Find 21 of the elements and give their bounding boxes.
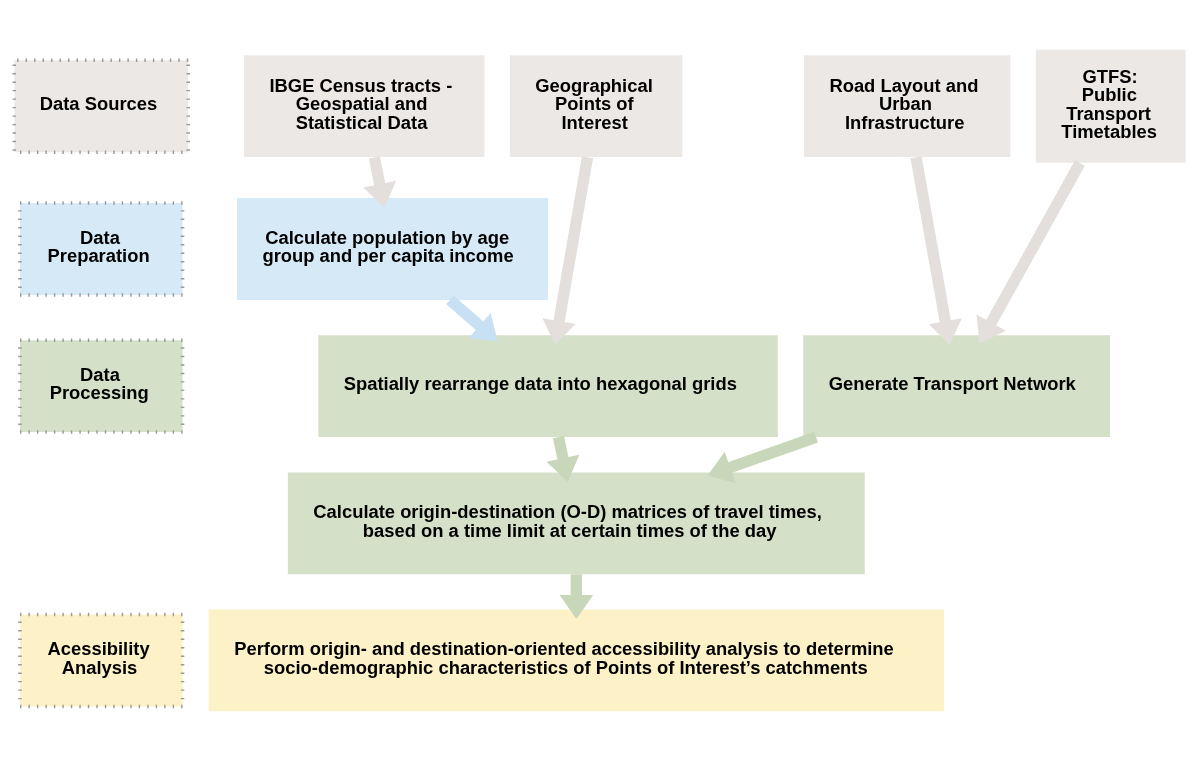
node-box: Generate Transport Network — [803, 334, 1111, 437]
arrow — [707, 431, 818, 483]
arrow — [546, 435, 580, 482]
node-box: Data Processing — [18, 337, 185, 434]
node-box: Data Preparation — [18, 200, 185, 297]
node-box: GTFS: Public Transport Timetables — [1035, 49, 1186, 163]
arrow — [559, 573, 594, 619]
node-box: Perform origin- and destination-oriented accessibility analysis to determine socio-demographic characteristics of Points of Interest’s catchments — [208, 609, 944, 711]
node-box: Geographical Points of Interest — [509, 54, 683, 157]
node-box: Spatially rearrange data into hexagonal grids — [318, 334, 778, 437]
node-box: Data Sources — [12, 58, 190, 154]
node-box: Calculate origin-destination (O-D) matrices of travel times, based on a time limit at certain times of the day — [287, 471, 865, 574]
node-box: Road Layout and Urban Infrastructure — [803, 54, 1011, 157]
node-box: Acessibility Analysis — [18, 612, 185, 708]
arrow — [976, 159, 1085, 344]
arrow — [363, 155, 397, 208]
node-box: Calculate population by age group and per capita income — [237, 197, 549, 300]
node-box: IBGE Census tracts - Geospatial and Statistical Data — [244, 54, 485, 157]
arrow — [542, 155, 594, 345]
arrow — [446, 295, 498, 341]
arrow — [910, 155, 962, 345]
